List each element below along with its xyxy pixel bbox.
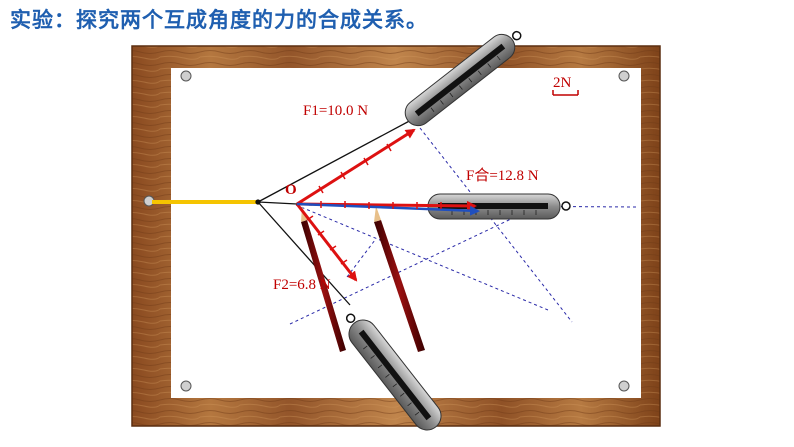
pencil-icon bbox=[374, 206, 425, 352]
f2-arrow bbox=[295, 203, 358, 282]
spring-scale-f2 bbox=[345, 313, 442, 431]
thumbtack-icons bbox=[143, 70, 630, 392]
spring-scale-f1 bbox=[404, 30, 522, 127]
f1-label: F1=10.0 N bbox=[303, 103, 368, 119]
f1-arrow bbox=[296, 128, 416, 206]
arrow-tick-marks bbox=[306, 143, 442, 265]
spring-scale-resultant bbox=[427, 193, 571, 220]
resultant-label: F合=12.8 N bbox=[466, 167, 539, 184]
parallelogram-resultant-arrow bbox=[296, 202, 480, 216]
string-lines bbox=[255, 117, 416, 306]
f2-label: F2=6.8 N bbox=[273, 277, 331, 293]
scale-label: 2N bbox=[553, 75, 572, 91]
origin-label: O bbox=[285, 182, 297, 198]
scale-bar: 2N bbox=[552, 75, 579, 96]
page-title: 实验：探究两个互成角度的力的合成关系。 bbox=[10, 8, 428, 32]
